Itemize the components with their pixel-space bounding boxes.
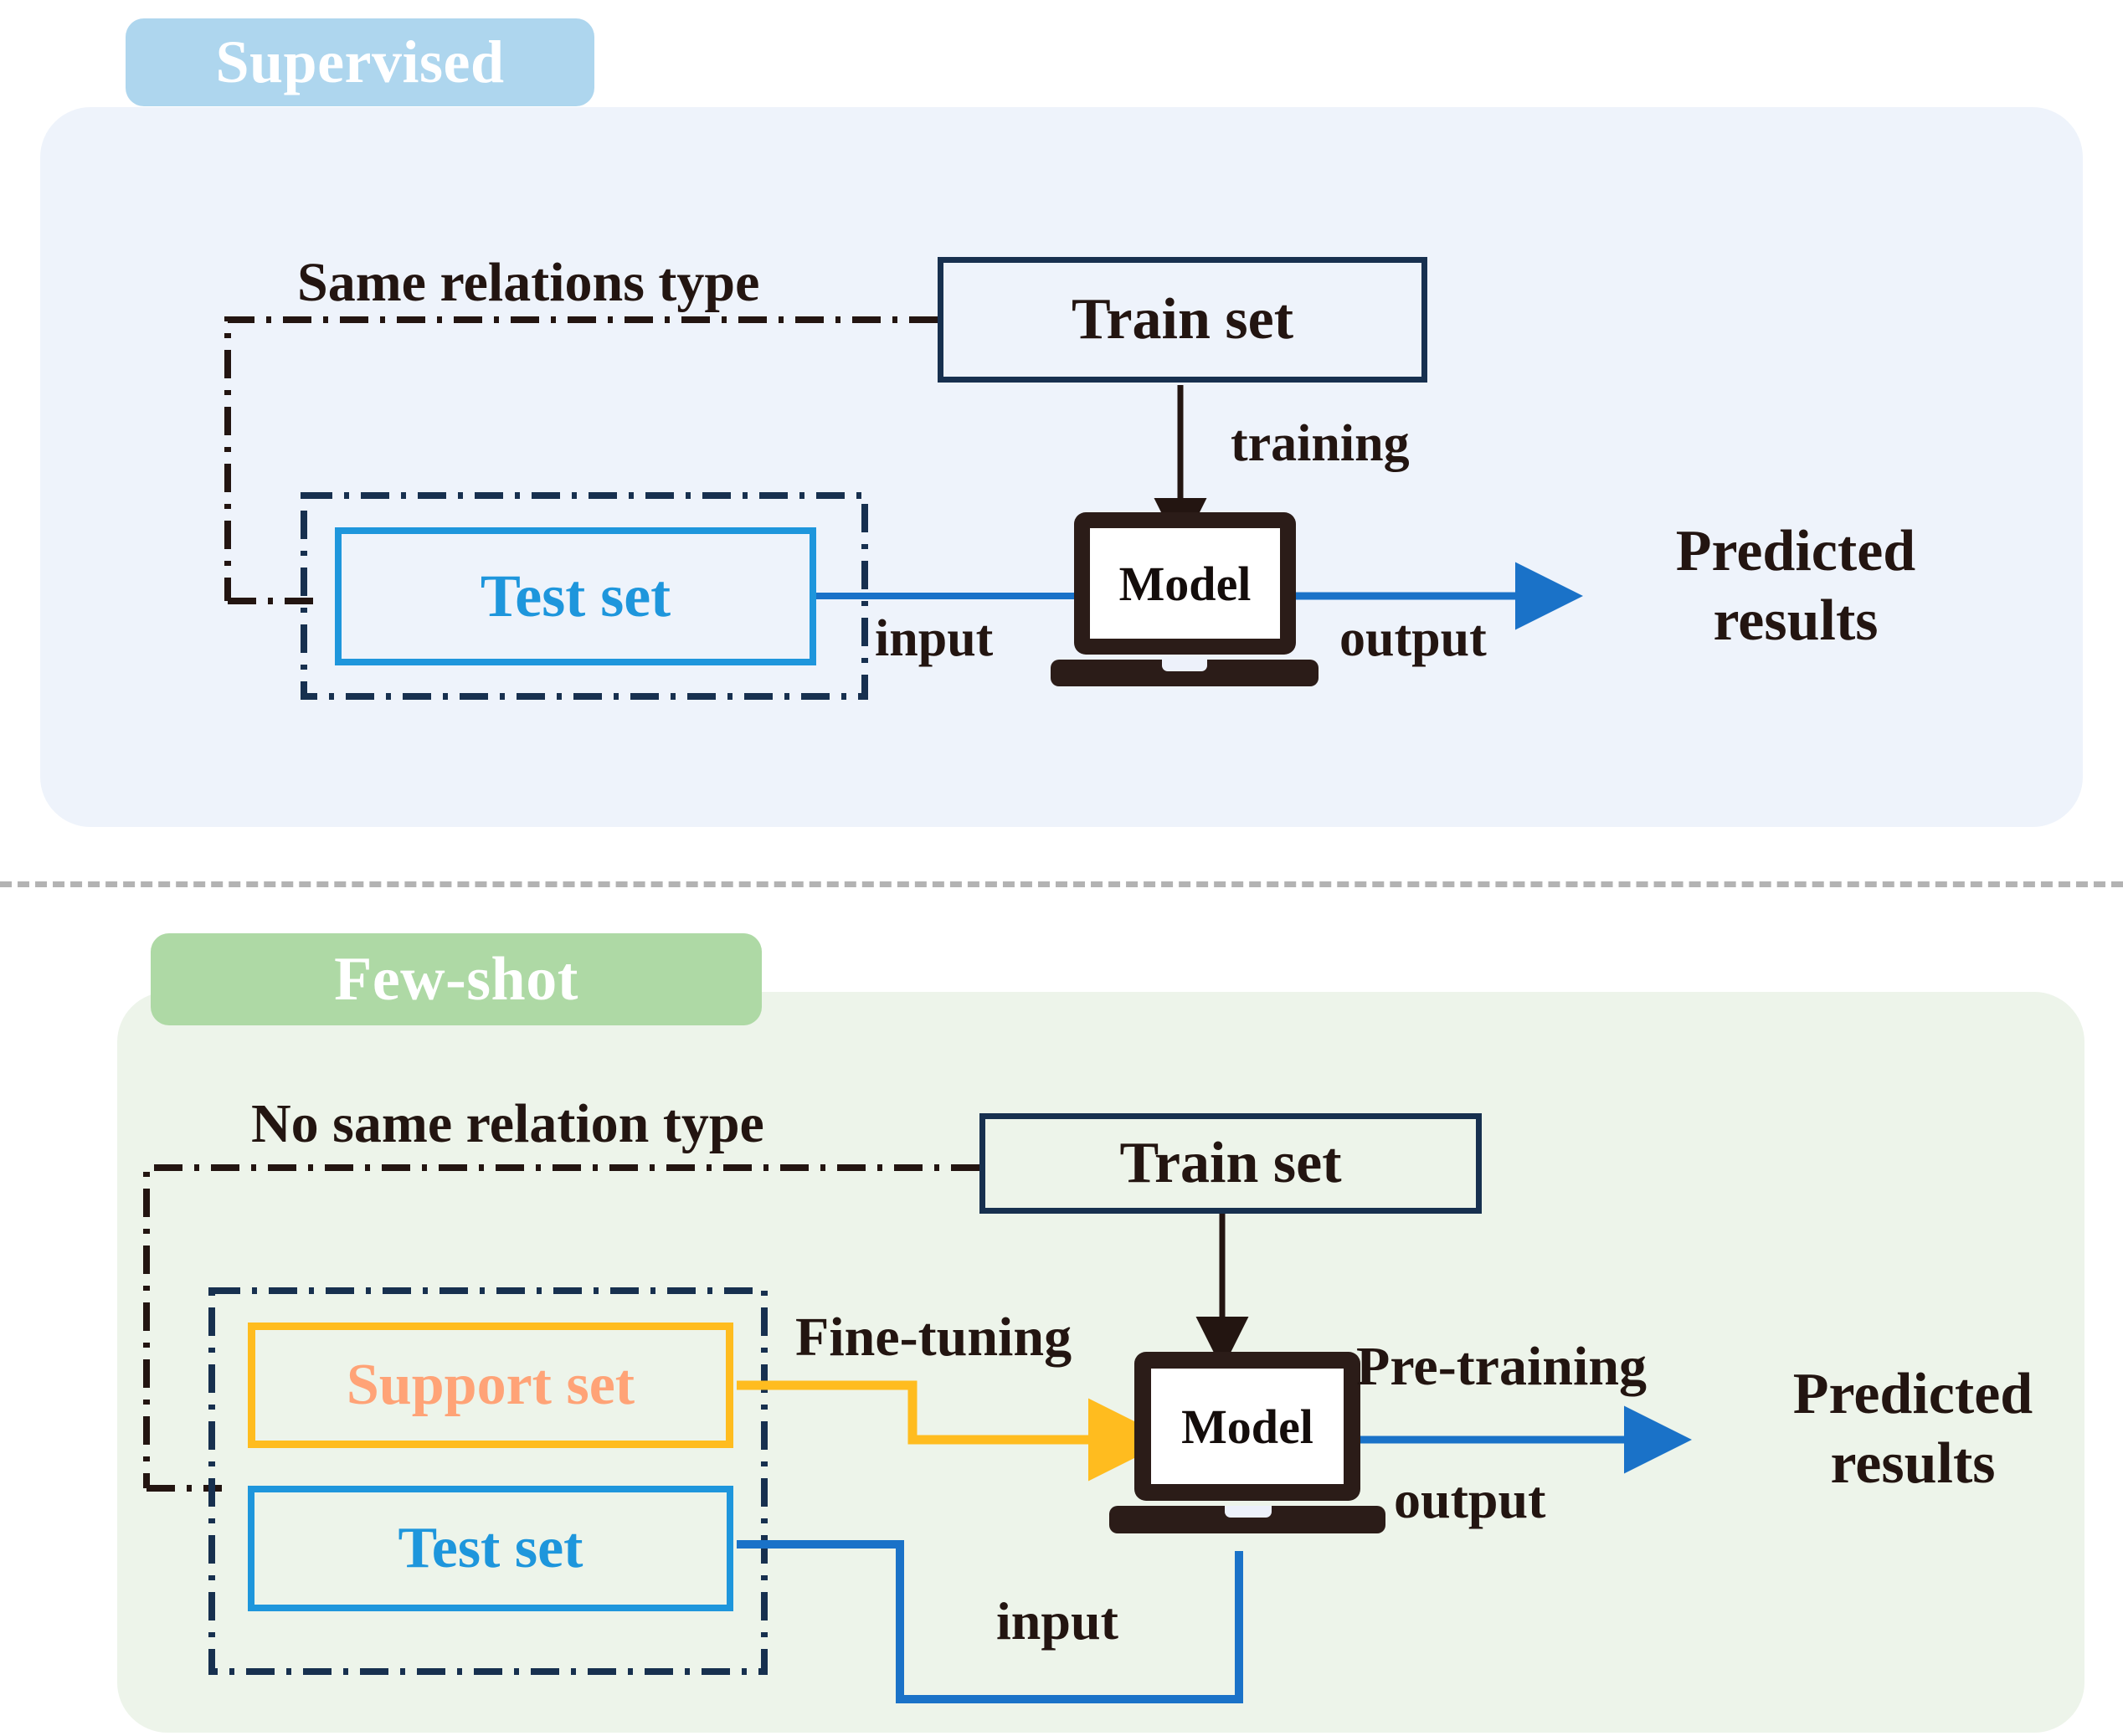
panel-divider xyxy=(0,881,2123,887)
fewshot-pretraining-label: Pre-training xyxy=(1356,1336,1648,1397)
fewshot-finetuning-label: Fine-tuning xyxy=(795,1307,1072,1368)
supervised-training-label: training xyxy=(1231,415,1410,472)
supervised-predicted-line2: results xyxy=(1713,588,1879,653)
fewshot-predicted-line2: results xyxy=(1830,1430,1996,1496)
fewshot-support-set-box: Support set xyxy=(248,1323,733,1448)
supervised-output-label: output xyxy=(1339,610,1487,667)
supervised-relation-note: Same relations type xyxy=(297,252,760,313)
fewshot-predicted-results: Predicted results xyxy=(1733,1360,2093,1498)
fewshot-test-set-box: Test set xyxy=(248,1486,733,1611)
supervised-panel xyxy=(40,107,2083,827)
supervised-model-label: Model xyxy=(1090,528,1280,639)
fewshot-train-set-box: Train set xyxy=(979,1113,1482,1214)
supervised-badge: Supervised xyxy=(126,18,594,106)
fewshot-badge: Few-shot xyxy=(151,933,762,1025)
fewshot-input-label: input xyxy=(996,1591,1118,1651)
supervised-test-set-box: Test set xyxy=(335,527,816,665)
supervised-predicted-results: Predicted results xyxy=(1616,517,1976,655)
fewshot-output-label: output xyxy=(1394,1470,1546,1529)
supervised-predicted-line1: Predicted xyxy=(1675,519,1916,583)
fewshot-model-laptop-icon: Model xyxy=(1109,1352,1385,1540)
supervised-train-set-box: Train set xyxy=(938,257,1427,383)
supervised-model-laptop-icon: Model xyxy=(1051,512,1319,692)
fewshot-relation-note: No same relation type xyxy=(251,1093,764,1154)
fewshot-model-label: Model xyxy=(1151,1369,1344,1484)
fewshot-predicted-line1: Predicted xyxy=(1792,1362,2033,1426)
supervised-input-label: input xyxy=(875,610,994,667)
